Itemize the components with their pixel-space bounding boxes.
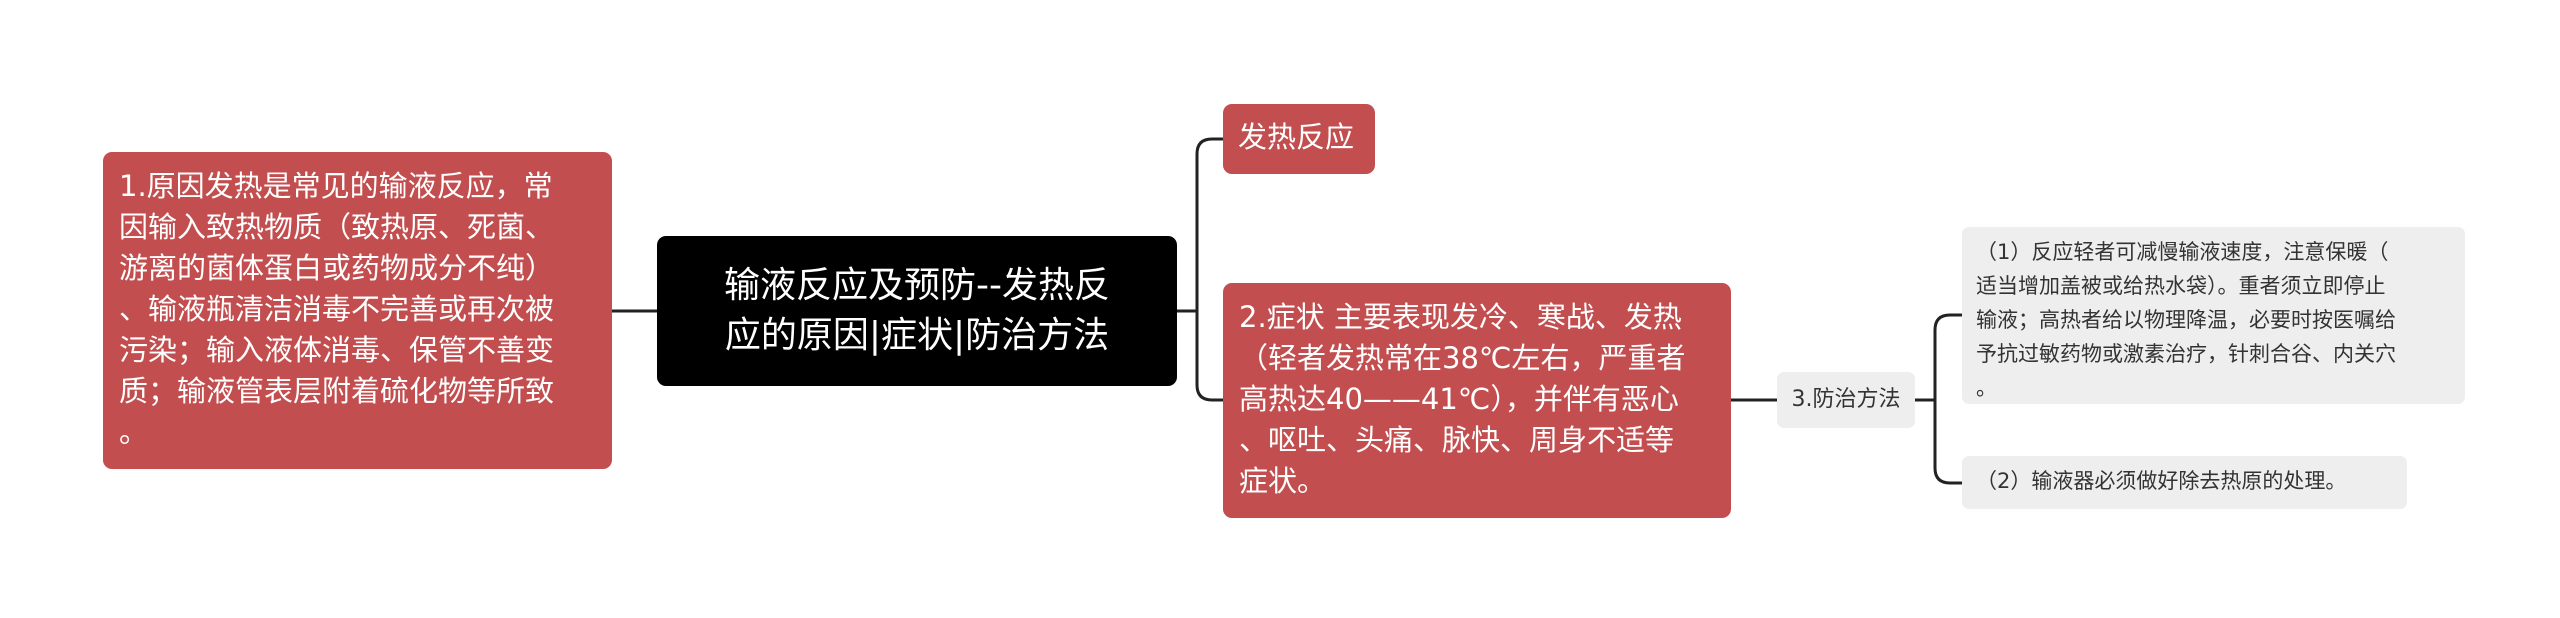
symptoms-node-text: 2.症状 主要表现发冷、寒战、发热 （轻者发热常在38℃左右，严重者 高热达40… (1239, 300, 1686, 498)
link-prevention-item-1 (1915, 313, 1962, 402)
root-topic-text: 输液反应及预防--发热反 应的原因|症状|防治方法 (724, 265, 1110, 356)
prevention-label-node[interactable]: 3.防治方法 (1777, 372, 1915, 428)
prevention-item-2[interactable]: （2）输液器必须做好除去热原的处理。 (1962, 456, 2407, 509)
cause-node[interactable]: 1.原因发热是常见的输液反应，常 因输入致热物质（致热原、死菌、 游离的菌体蛋白… (103, 152, 612, 469)
root-topic[interactable]: 输液反应及预防--发热反 应的原因|症状|防治方法 (657, 236, 1177, 386)
connectors (612, 137, 1962, 485)
symptoms-node[interactable]: 2.症状 主要表现发冷、寒战、发热 （轻者发热常在38℃左右，严重者 高热达40… (1223, 283, 1731, 518)
prevention-label-text: 3.防治方法 (1791, 387, 1901, 412)
link-prevention-item-2 (1933, 400, 1962, 485)
cause-node-text: 1.原因发热是常见的输液反应，常 因输入致热物质（致热原、死菌、 游离的菌体蛋白… (119, 169, 555, 449)
fever-reaction-text: 发热反应 (1238, 120, 1355, 154)
prevention-item-1[interactable]: （1）反应轻者可减慢输液速度，注意保暖（ 适当增加盖被或给热水袋）。重者须立即停… (1962, 227, 2465, 404)
fever-reaction-node[interactable]: 发热反应 (1223, 104, 1375, 174)
link-root-reaction (1177, 137, 1223, 313)
prevention-item-2-text: （2）输液器必须做好除去热原的处理。 (1976, 469, 2347, 493)
prevention-item-1-text: （1）反应轻者可减慢输液速度，注意保暖（ 适当增加盖被或给热水袋）。重者须立即停… (1976, 240, 2396, 400)
link-root-symptoms (1195, 311, 1223, 402)
